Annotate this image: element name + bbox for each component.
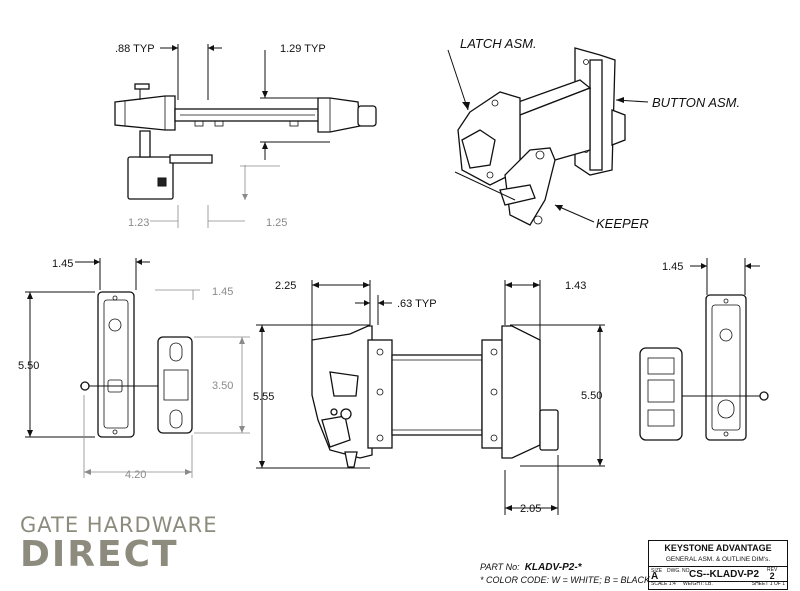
title-footer: SCALE 1:4 WEIGHT: LB. SHEET 1 OF 1 xyxy=(651,581,785,587)
color-code: * COLOR CODE: W = WHITE; B = BLACK xyxy=(480,575,651,585)
dim-left-side: 1.45 xyxy=(212,286,233,298)
dim-mid-width: 2.25 xyxy=(275,280,296,292)
dim-left-keeper: 3.50 xyxy=(212,380,233,392)
button-callout: BUTTON ASM. xyxy=(652,95,740,110)
isometric-view: LATCH ASM. BUTTON ASM. KEEPER xyxy=(447,36,740,231)
scale: SCALE 1:4 xyxy=(651,581,676,587)
middle-view: 2.25 .63 TYP 1.43 5.55 5.50 xyxy=(253,280,605,515)
dim-mid-right: 1.43 xyxy=(565,280,586,292)
dim-mid-base: 2.05 xyxy=(520,503,541,515)
sheet: SHEET 1 OF 1 xyxy=(751,581,785,587)
dim-left-width: 1.45 xyxy=(52,258,73,270)
dwg-label: DWG. NO. xyxy=(667,568,691,574)
weight: WEIGHT: LB. xyxy=(683,581,713,587)
title-block: KEYSTONE ADVANTAGE GENERAL ASM. & OUTLIN… xyxy=(648,540,788,590)
top-view: .88 TYP 1.29 TYP 1.23 xyxy=(114,43,377,229)
dim-top-right: 1.25 xyxy=(266,217,287,229)
logo-line2: DIRECT xyxy=(20,534,179,575)
dim-mid-height-left: 5.55 xyxy=(253,391,274,403)
rev-value: 2 xyxy=(769,571,775,581)
size-value: A xyxy=(651,571,659,582)
dim-top-height: 1.29 TYP xyxy=(280,43,326,55)
dim-top-width: .88 TYP xyxy=(115,43,155,55)
dim-mid-gap: .63 TYP xyxy=(397,298,437,310)
dim-mid-height-right: 5.50 xyxy=(581,390,602,402)
part-number-block: PART No: KLADV-P2-* * COLOR CODE: W = WH… xyxy=(480,561,650,586)
dim-right-width: 1.45 xyxy=(662,261,683,273)
left-side-view: 1.45 5.50 1.45 3.50 4.20 xyxy=(18,258,250,481)
title-description: GENERAL ASM. & OUTLINE DIM's. xyxy=(665,556,771,563)
latch-callout: LATCH ASM. xyxy=(460,36,537,51)
dim-left-height: 5.50 xyxy=(18,360,39,372)
company-logo: GATE HARDWARE DIRECT xyxy=(20,514,218,574)
dim-left-base: 4.20 xyxy=(125,469,146,481)
part-label: PART No: xyxy=(480,562,520,572)
right-side-view: 1.45 xyxy=(639,258,769,441)
title-company: KEYSTONE ADVANTAGE xyxy=(664,543,772,553)
logo-line1: GATE HARDWARE xyxy=(20,513,218,537)
dim-top-left: 1.23 xyxy=(128,217,149,229)
dwg-number: CS--KLADV-P2 xyxy=(689,569,760,580)
part-number: KLADV-P2-* xyxy=(524,562,582,573)
keeper-callout: KEEPER xyxy=(596,216,649,231)
